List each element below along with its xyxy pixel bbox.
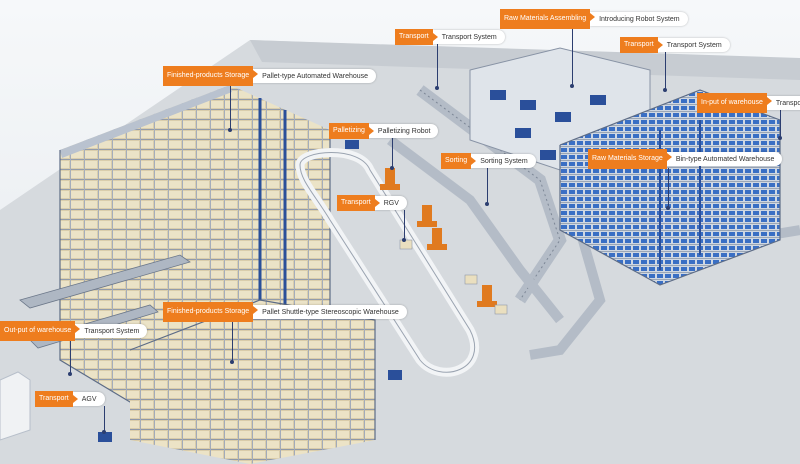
callout-label: Bin-type Automated Warehouse: [666, 152, 783, 166]
callout-tag: Raw Materials Storage: [588, 149, 672, 169]
callout-label: AGV: [72, 392, 105, 406]
callout-tag: In-put of warehouse: [697, 93, 772, 113]
callout-label: RGV: [374, 196, 407, 210]
callout-rgv: Transport RGV: [337, 194, 407, 212]
bin-automated-warehouse: [560, 90, 780, 285]
callout-label: Palletizing Robot: [368, 124, 439, 138]
agv-vehicle: [98, 432, 112, 442]
callout-tag: Raw Materials Assembling: [500, 9, 596, 29]
callout-tag: Finished-products Storage: [163, 302, 259, 322]
callout-transport-system-right: Transport Transport System: [620, 36, 730, 54]
callout-label: Pallet Shuttle-type Stereoscopic Warehou…: [253, 305, 407, 319]
callout-warehouse-output-transport: Out-put of warehouse Transport System: [0, 321, 148, 341]
callout-tag: Out-put of warehouse: [0, 321, 81, 341]
callout-tag: Sorting: [441, 153, 477, 169]
callout-pallet-automated-warehouse: Finished-products Storage Pallet-type Au…: [163, 66, 377, 86]
callout-label: Sorting System: [471, 154, 536, 168]
callout-tag: Transport: [395, 29, 438, 45]
callout-tag: Palletizing: [329, 123, 374, 139]
callout-label: Pallet-type Automated Warehouse: [253, 69, 377, 83]
callout-sorting-system: Sorting Sorting System: [441, 152, 536, 170]
callout-tag: Transport: [337, 195, 380, 211]
callout-label: Introducing Robot System: [590, 12, 688, 26]
callout-palletizing-robot: Palletizing Palletizing Robot: [329, 122, 439, 140]
callout-label: Transport System: [432, 30, 505, 44]
callout-tag: Transport: [35, 391, 78, 407]
callout-tag: Finished-products Storage: [163, 66, 259, 86]
callout-label: Transport System: [657, 38, 730, 52]
palletizing-robots: [380, 168, 497, 307]
callout-tag: Transport: [620, 37, 663, 53]
callout-label: Transport System: [766, 96, 800, 110]
callout-transport-system-top: Transport Transport System: [395, 28, 505, 46]
callout-shuttle-stereoscopic-warehouse: Finished-products Storage Pallet Shuttle…: [163, 302, 407, 322]
callout-agv: Transport AGV: [35, 390, 105, 408]
callout-introducing-robot-system: Raw Materials Assembling Introducing Rob…: [500, 9, 688, 29]
callout-bin-automated-warehouse: Raw Materials Storage Bin-type Automated…: [588, 149, 783, 169]
callout-label: Transport System: [75, 324, 148, 338]
shuttle-stereoscopic-warehouse: [130, 300, 375, 464]
callout-warehouse-input-transport: In-put of warehouse Transport System: [697, 93, 800, 113]
